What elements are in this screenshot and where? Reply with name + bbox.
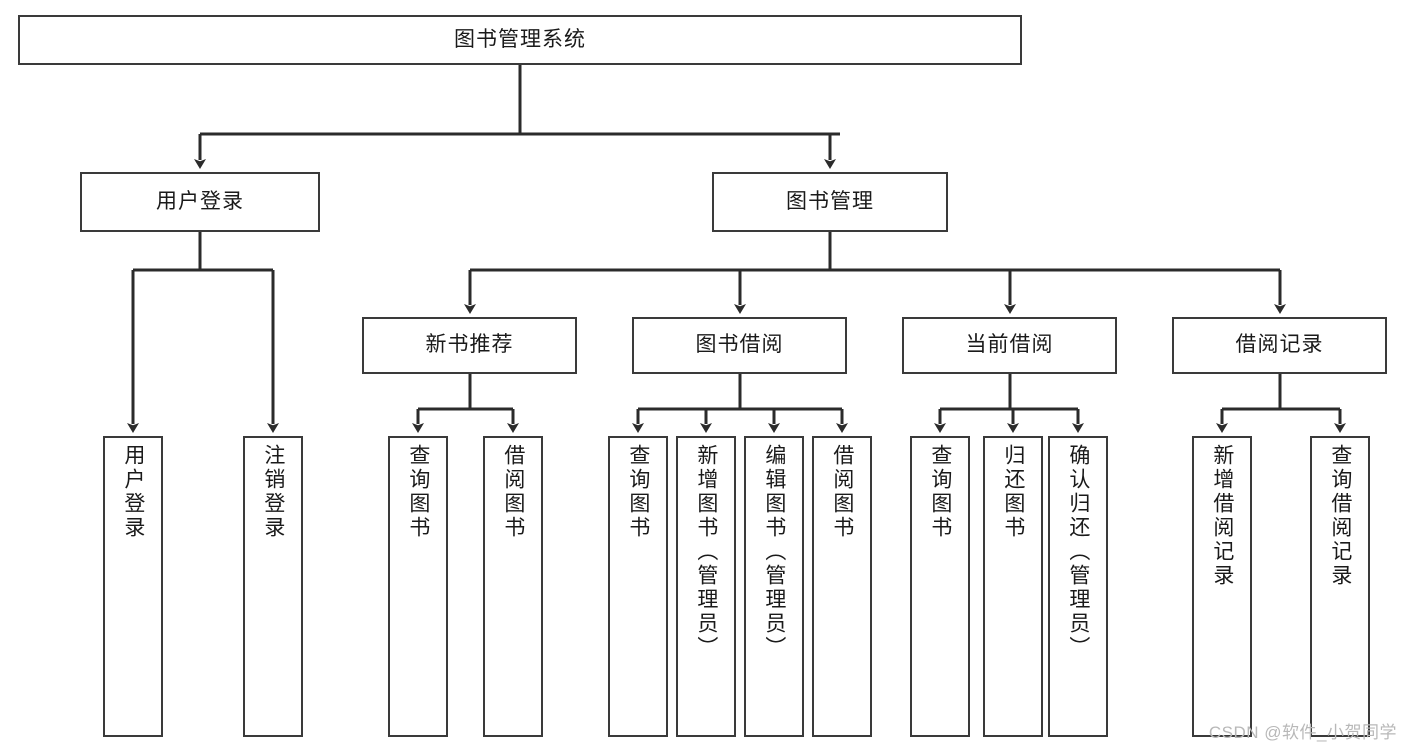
node-leaf-add-record[interactable]: 新增借阅记录	[1192, 436, 1252, 737]
node-new-book-recommend-label: 新书推荐	[425, 333, 514, 357]
node-root[interactable]: 图书管理系统	[18, 15, 1022, 65]
node-leaf-confirm-return[interactable]: 确认归还（管理员）	[1048, 436, 1108, 737]
node-leaf-query-record-label: 查询借阅记录	[1328, 444, 1352, 588]
node-leaf-query-book-3-label: 查询图书	[928, 444, 952, 540]
node-leaf-borrow-book-2[interactable]: 借阅图书	[812, 436, 872, 737]
node-current-borrow[interactable]: 当前借阅	[902, 317, 1117, 374]
node-leaf-return-book[interactable]: 归还图书	[983, 436, 1043, 737]
node-leaf-user-login[interactable]: 用户登录	[103, 436, 163, 737]
node-leaf-logout[interactable]: 注销登录	[243, 436, 303, 737]
node-leaf-edit-book-label: 编辑图书（管理员）	[762, 444, 786, 660]
node-leaf-borrow-book-1[interactable]: 借阅图书	[483, 436, 543, 737]
node-leaf-query-book-3[interactable]: 查询图书	[910, 436, 970, 737]
node-leaf-add-book[interactable]: 新增图书（管理员）	[676, 436, 736, 737]
node-new-book-recommend[interactable]: 新书推荐	[362, 317, 577, 374]
node-book-borrow-label: 图书借阅	[695, 333, 784, 357]
node-leaf-query-book-1-label: 查询图书	[406, 444, 430, 540]
node-leaf-query-record[interactable]: 查询借阅记录	[1310, 436, 1370, 737]
node-leaf-borrow-book-2-label: 借阅图书	[830, 444, 854, 540]
node-borrow-record-label: 借阅记录	[1235, 333, 1324, 357]
node-leaf-edit-book[interactable]: 编辑图书（管理员）	[744, 436, 804, 737]
node-leaf-confirm-return-label: 确认归还（管理员）	[1066, 444, 1090, 660]
node-borrow-record[interactable]: 借阅记录	[1172, 317, 1387, 374]
node-leaf-borrow-book-1-label: 借阅图书	[501, 444, 525, 540]
node-leaf-add-record-label: 新增借阅记录	[1210, 444, 1234, 588]
node-book-manage-label: 图书管理	[786, 189, 874, 213]
node-book-manage[interactable]: 图书管理	[712, 172, 948, 232]
node-leaf-return-book-label: 归还图书	[1001, 444, 1025, 540]
node-user-login-label: 用户登录	[156, 189, 244, 213]
node-leaf-query-book-1[interactable]: 查询图书	[388, 436, 448, 737]
node-leaf-add-book-label: 新增图书（管理员）	[694, 444, 718, 660]
node-root-label: 图书管理系统	[454, 27, 586, 51]
node-current-borrow-label: 当前借阅	[965, 333, 1054, 357]
node-leaf-user-login-label: 用户登录	[121, 444, 145, 540]
node-book-borrow[interactable]: 图书借阅	[632, 317, 847, 374]
node-leaf-query-book-2[interactable]: 查询图书	[608, 436, 668, 737]
node-leaf-logout-label: 注销登录	[261, 444, 285, 540]
node-leaf-query-book-2-label: 查询图书	[626, 444, 650, 540]
node-user-login[interactable]: 用户登录	[80, 172, 320, 232]
